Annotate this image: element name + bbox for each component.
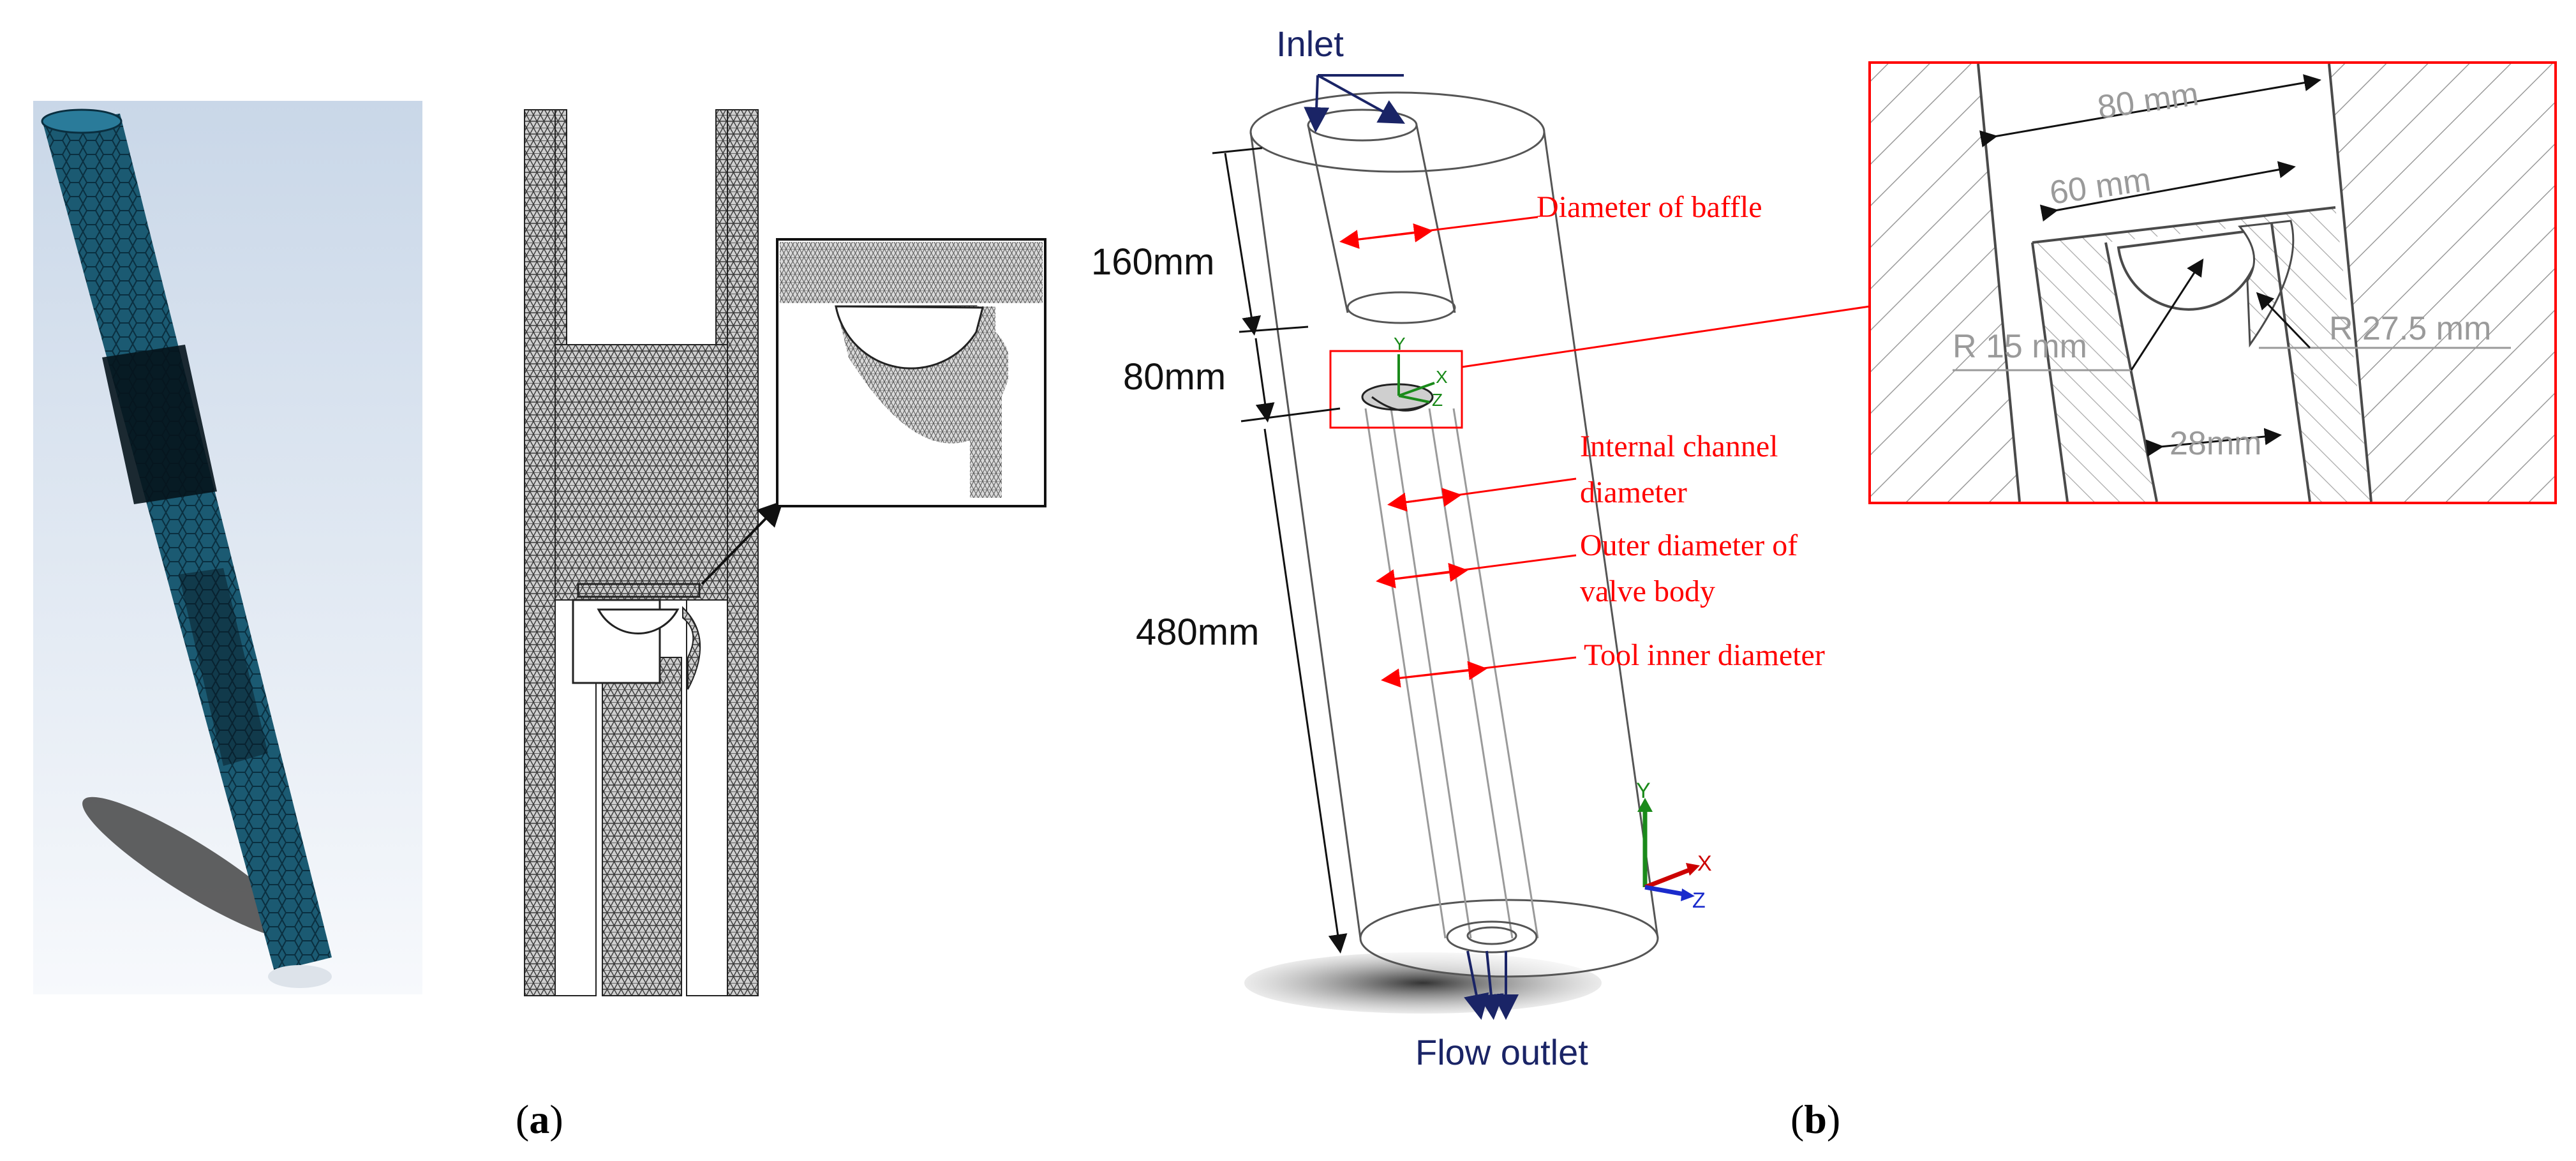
global-axes-triad: Y X Z [1636, 779, 1712, 913]
detail-28mm: 28mm [2170, 425, 2261, 462]
panel-b: Y X Z Inlet Flow outlet [1091, 24, 2557, 1142]
outlet-arrows [1464, 950, 1519, 1020]
dimension-480mm: 480mm [1136, 611, 1259, 653]
panel-b-label: (b) [1791, 1097, 1840, 1142]
panel-a: (a) [33, 101, 1046, 1142]
dimension-lines [1212, 147, 1348, 954]
annotation-internal-channel: Internal channel diameter [1580, 430, 1786, 509]
detail-r15mm: R 15 mm [1953, 328, 2087, 365]
annotation-outer-diameter: Outer diameter of valve body [1580, 528, 1805, 608]
svg-text:X: X [1436, 367, 1448, 387]
annotation-tool-inner-diameter: Tool inner diameter [1584, 638, 1825, 672]
panel-a-label: (a) [516, 1097, 563, 1142]
mesh-3d-render [33, 101, 422, 994]
detail-callout-leader [1461, 305, 1870, 368]
svg-text:Y: Y [1394, 334, 1406, 354]
annotation-arrows [1339, 216, 1577, 688]
detail-r27-5mm: R 27.5 mm [2329, 310, 2491, 347]
outlet-label: Flow outlet [1415, 1032, 1588, 1072]
local-axes-icon: Y X Z [1394, 334, 1448, 410]
mesh-2d-section [524, 109, 1046, 996]
inlet-label: Inlet [1276, 24, 1344, 64]
detail-callout-box [1329, 350, 1463, 429]
dimension-80mm: 80mm [1123, 356, 1226, 398]
inlet-arrows [1304, 74, 1405, 133]
svg-text:X: X [1697, 851, 1712, 876]
annotation-baffle-diameter: Diameter of baffle [1537, 190, 1762, 224]
detail-view: 80 mm 60 mm R 15 mm R 27.5 mm 28mm [1868, 61, 2557, 504]
svg-text:Z: Z [1432, 390, 1443, 410]
svg-text:Y: Y [1636, 779, 1651, 803]
svg-text:Z: Z [1692, 888, 1706, 913]
dimension-160mm: 160mm [1091, 241, 1214, 283]
